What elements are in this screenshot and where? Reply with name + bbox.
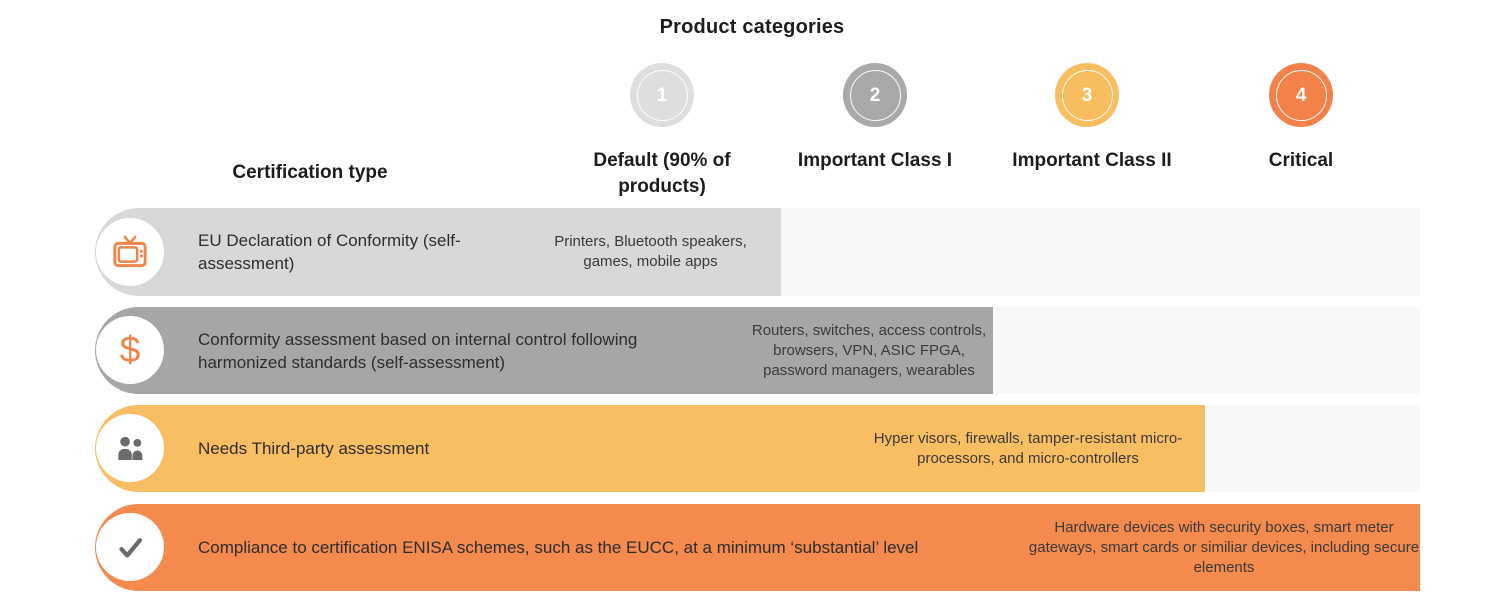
product-examples: Hyper visors, firewalls, tamper-resistan… xyxy=(873,429,1183,467)
row-2-bar xyxy=(95,307,993,394)
dollar-icon: $ xyxy=(119,328,141,370)
certification-label: Conformity assessment based on internal … xyxy=(198,329,638,372)
row-2-icon-circle: $ xyxy=(96,316,164,384)
row-1-continuation xyxy=(781,208,1420,296)
row-2-continuation xyxy=(993,307,1420,394)
category-number: 2 xyxy=(869,84,881,106)
check-icon xyxy=(113,530,147,564)
category-ring: 4 xyxy=(1275,69,1327,121)
tv-icon xyxy=(111,235,149,269)
certification-type-header: Certification type xyxy=(232,162,388,183)
category-circle-1: 1 xyxy=(630,63,694,127)
product-examples: Printers, Bluetooth speakers, games, mob… xyxy=(554,233,747,270)
row-3-icon-circle xyxy=(96,414,164,482)
category-number: 4 xyxy=(1295,84,1307,106)
certification-label: EU Declaration of Conformity (self-asses… xyxy=(198,231,461,273)
category-number: 3 xyxy=(1081,84,1093,106)
row-4-bar xyxy=(95,504,1420,591)
category-circle-2: 2 xyxy=(843,63,907,127)
category-label-default: Default (90% of products) xyxy=(593,150,731,197)
row-3-bar xyxy=(95,405,1205,492)
category-ring: 1 xyxy=(636,69,688,121)
certification-label: Compliance to certification ENISA scheme… xyxy=(198,538,919,557)
row-1-bar xyxy=(95,208,781,296)
category-ring: 2 xyxy=(849,69,901,121)
row-4-icon-circle xyxy=(96,513,164,581)
category-label-critical: Critical xyxy=(1268,150,1334,171)
row-3-continuation xyxy=(1205,405,1420,492)
people-icon xyxy=(112,433,148,463)
category-number: 1 xyxy=(656,84,668,106)
category-circle-4: 4 xyxy=(1269,63,1333,127)
category-label-important-1: Important Class I xyxy=(797,150,953,171)
category-circle-3: 3 xyxy=(1055,63,1119,127)
page-title: Product categories xyxy=(659,16,845,38)
product-examples: Hardware devices with security boxes, sm… xyxy=(1028,518,1420,576)
product-examples: Routers, switches, access controls, brow… xyxy=(751,321,987,379)
row-1-icon-circle xyxy=(96,218,164,286)
certification-label: Needs Third-party assessment xyxy=(198,439,430,458)
category-ring: 3 xyxy=(1061,69,1113,121)
category-label-important-2: Important Class II xyxy=(1012,150,1172,171)
